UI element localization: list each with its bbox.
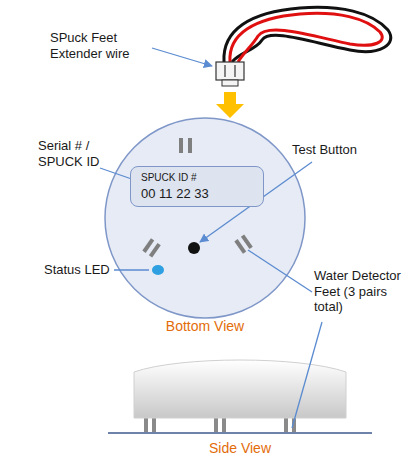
serial-label: Serial # / SPUCK ID — [38, 138, 108, 169]
detector-feet-pair — [142, 238, 160, 257]
feet-label: Water Detector Feet (3 pairs total) — [314, 268, 408, 315]
view-caption: Bottom View — [145, 318, 265, 335]
view-caption: Side View — [180, 440, 300, 457]
puck-side — [108, 360, 372, 433]
detector-feet-pair — [179, 138, 192, 153]
wire-connector — [216, 62, 244, 86]
insert-arrow — [216, 92, 244, 118]
puck-bottom — [105, 118, 305, 318]
id-heading: SPUCK ID # — [141, 171, 253, 185]
serial-label-box: SPUCK ID #00 11 22 33 — [130, 166, 264, 207]
button-label: Test Button — [292, 142, 392, 158]
serial-number: 00 11 22 33 — [141, 185, 253, 203]
led-label: Status LED — [44, 262, 114, 278]
extender-wire — [224, 7, 391, 62]
status-led — [152, 265, 164, 275]
test-button — [188, 242, 200, 254]
wire-label: SPuck Feet Extender wire — [50, 30, 150, 61]
leader-lines — [100, 48, 322, 428]
